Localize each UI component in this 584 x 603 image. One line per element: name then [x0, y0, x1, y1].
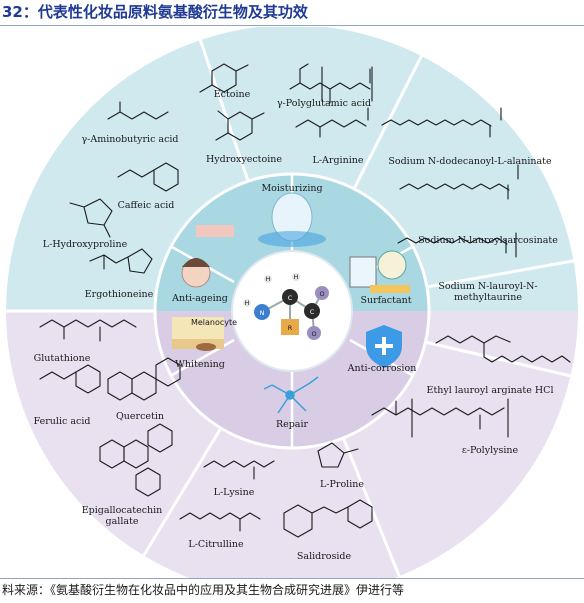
svg-text:R: R — [288, 324, 293, 332]
arginine-structure — [295, 107, 369, 138]
label-hydroxyectoine: Hydroxyectoine — [206, 154, 282, 165]
egcg-structure — [99, 423, 173, 497]
label-salidroside: Salidroside — [297, 551, 352, 562]
label-ergothioneine: Ergothioneine — [85, 289, 154, 300]
segment-repair: Repair — [276, 419, 309, 430]
segment-anti-corrosion: Anti-corrosion — [347, 363, 417, 374]
label-l-arginine: L-Arginine — [313, 155, 364, 166]
hydroxyectoine-structure — [215, 110, 265, 141]
hydroxyproline-structure — [69, 198, 113, 238]
lysine-structure — [203, 460, 275, 480]
citrulline-structure — [179, 512, 261, 532]
ergothioneine-structure — [89, 248, 153, 274]
label-gaba: γ-Aminobutyric acid — [81, 134, 178, 145]
label-ectoine: Ectoine — [214, 89, 251, 100]
svg-text:H: H — [266, 275, 271, 283]
moisturizing-mask-icon — [258, 192, 326, 247]
svg-text:O: O — [319, 290, 324, 298]
svg-text:N: N — [260, 309, 265, 317]
segment-anti-ageing: Anti-ageing — [171, 293, 228, 304]
svg-text:H: H — [294, 273, 299, 281]
label-egcg-1: Epigallocatechin — [82, 505, 163, 516]
figure-title: 32：代表性化妆品原料氨基酸衍生物及其功效 — [2, 3, 308, 21]
label-sodium-lauroyl-methyltaurine-2: methyltaurine — [454, 292, 522, 303]
glutathione-structure — [39, 319, 137, 342]
segment-surfactant: Surfactant — [360, 295, 411, 306]
center-molecule-circle — [231, 250, 353, 372]
label-l-hydroxyproline: L-Hydroxyproline — [43, 239, 128, 250]
ethyl-lauroyl-arginate-structure — [435, 335, 571, 363]
label-sodium-dodecanoyl-alaninate: Sodium N-dodecanoyl-L-alaninate — [388, 156, 552, 167]
label-glutathione: Glutathione — [34, 353, 91, 364]
label-sodium-lauroylsarcosinate: Sodium N-lauroylsarcosinate — [418, 235, 558, 246]
label-quercetin: Quercetin — [116, 411, 164, 422]
svg-text:H: H — [245, 299, 250, 307]
quercetin-structure — [107, 357, 181, 401]
sarcosinate-structure — [399, 164, 519, 200]
segment-whitening: Whitening — [175, 359, 225, 370]
gaba-structure — [107, 101, 169, 120]
label-sodium-lauroyl-methyltaurine-1: Sodium N-lauroyl-N- — [438, 281, 537, 292]
caffeic-structure — [117, 162, 179, 192]
anti-corrosion-shield-icon — [366, 325, 402, 368]
proline-structure — [317, 442, 359, 468]
label-polyglutamic-acid: γ-Polyglutamic acid — [277, 98, 371, 109]
source-note: 料来源：《氨基酸衍生物在化妆品中的应用及其生物合成研究进展》伊进行等 — [2, 583, 405, 597]
svg-text:C: C — [310, 308, 315, 316]
polylysine-structure — [371, 398, 509, 438]
ferulic-structure — [39, 364, 101, 394]
surfactant-beaker-icon — [349, 250, 410, 293]
svg-text:C: C — [288, 294, 293, 302]
alaninate-structure — [381, 107, 502, 138]
label-l-lysine: L-Lysine — [214, 487, 255, 498]
label-egcg-2: gallate — [106, 516, 139, 527]
label-l-proline: L-Proline — [320, 479, 364, 490]
melanocyte-label: Melanocyte — [191, 318, 237, 327]
amino-acid-derivatives-wheel: N C C O O R H H H — [0, 27, 584, 578]
label-caffeic-acid: Caffeic acid — [118, 200, 175, 211]
label-ethyl-lauroyl-arginate: Ethyl lauroyl arginate HCl — [427, 385, 554, 396]
label-l-citrulline: L-Citrulline — [188, 539, 244, 550]
anti-ageing-face-icon — [181, 225, 234, 288]
polyglutamic-structure — [289, 63, 373, 104]
svg-text:O: O — [311, 330, 316, 338]
label-ferulic-acid: Ferulic acid — [34, 416, 91, 427]
segment-moisturizing: Moisturizing — [261, 183, 322, 194]
ectoine-structure — [199, 63, 249, 93]
repair-neuron-icon — [263, 376, 319, 414]
whitening-skin-icon — [172, 317, 224, 351]
salidroside-structure — [283, 499, 373, 538]
label-polylysine: ε-Polylysine — [462, 445, 519, 456]
title-rule — [0, 25, 584, 26]
source-rule — [0, 578, 584, 579]
center-molecule-model: N C C O O R H H H — [243, 273, 329, 340]
methyltaurine-structure — [397, 232, 517, 258]
